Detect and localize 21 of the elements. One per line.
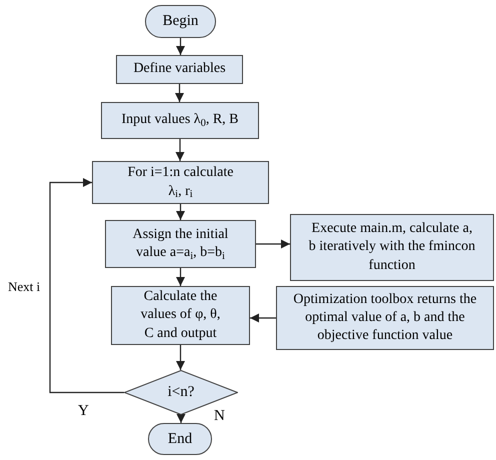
process-box: Assign the initial value a=a$_{i}$, b=b$_{i}$ — [105, 220, 256, 268]
terminal-node: Begin — [145, 5, 216, 38]
arrow — [176, 38, 185, 55]
terminal-node: End — [148, 423, 212, 455]
arrow — [176, 414, 186, 423]
branch-label: Y — [78, 404, 89, 419]
arrow — [176, 139, 184, 161]
arrow — [256, 240, 290, 248]
arrow — [250, 314, 276, 322]
process-box: Optimization toolbox returns the optimal value of a, b and the objective function value — [276, 286, 494, 350]
process-box: Execute main.m, calculate a, b iteratively with the fmincon function — [290, 214, 494, 281]
arrow — [175, 84, 184, 102]
arrow — [176, 268, 185, 286]
edge-label: Next i — [8, 280, 40, 293]
arrow — [49, 178, 124, 394]
process-box: Input values λ$_{0}$, R, B — [101, 102, 259, 139]
arrow — [176, 345, 185, 370]
process-box: For i=1:n calculate λ$_{i}$, r$_{i}$ — [92, 161, 269, 204]
process-box: Calculate the values of φ, θ, C and output — [111, 286, 250, 345]
process-box: Define variables — [116, 55, 243, 84]
arrow — [176, 204, 185, 220]
